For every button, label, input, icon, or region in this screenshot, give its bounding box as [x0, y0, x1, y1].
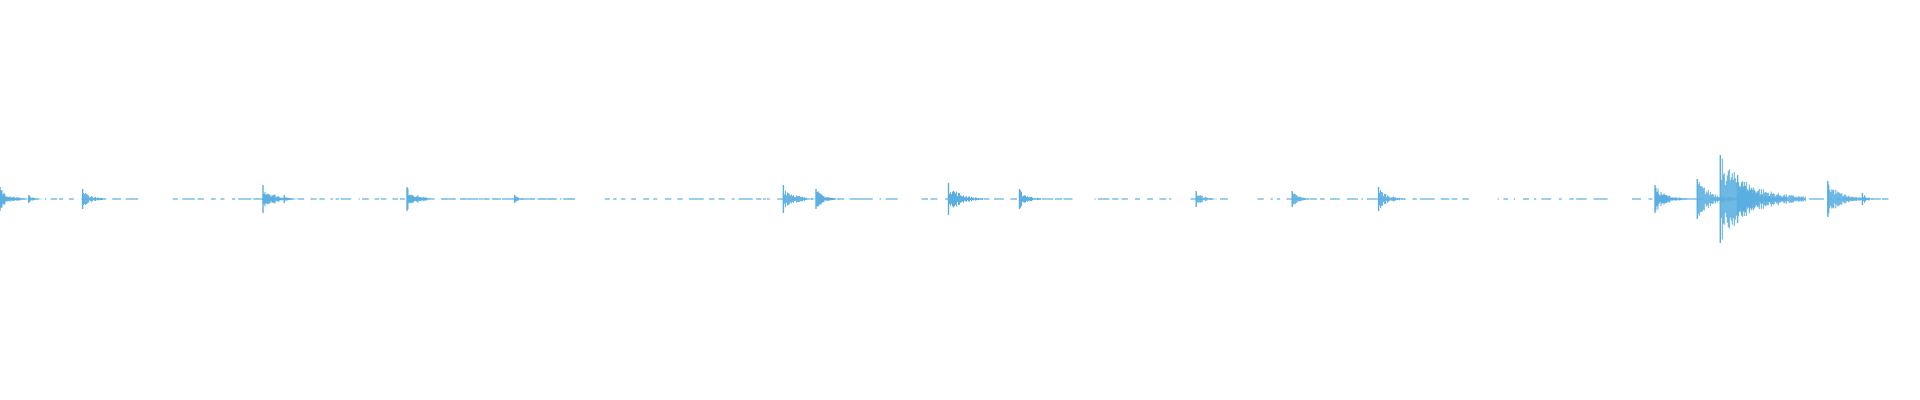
- waveform-event: [28, 195, 43, 203]
- waveform-event: [1827, 181, 1867, 217]
- waveform-event: [513, 195, 529, 203]
- waveform-event: [0, 187, 28, 211]
- waveform-event: [1736, 175, 1788, 223]
- waveform-event: [1195, 191, 1217, 207]
- waveform-event: [1291, 191, 1313, 207]
- waveform-event: [1654, 185, 1687, 213]
- waveform-event: [81, 189, 107, 209]
- waveform-event: [947, 183, 983, 215]
- waveform-event: [406, 187, 435, 211]
- waveform-layer: [0, 155, 1889, 243]
- waveform-event: [1696, 179, 1739, 219]
- waveform-event: [1018, 189, 1043, 209]
- waveform-event: [283, 195, 298, 203]
- waveform-event: [1861, 193, 1879, 205]
- waveform-event: [782, 185, 815, 213]
- waveform-event: [1377, 187, 1407, 211]
- waveform-event: [815, 189, 840, 209]
